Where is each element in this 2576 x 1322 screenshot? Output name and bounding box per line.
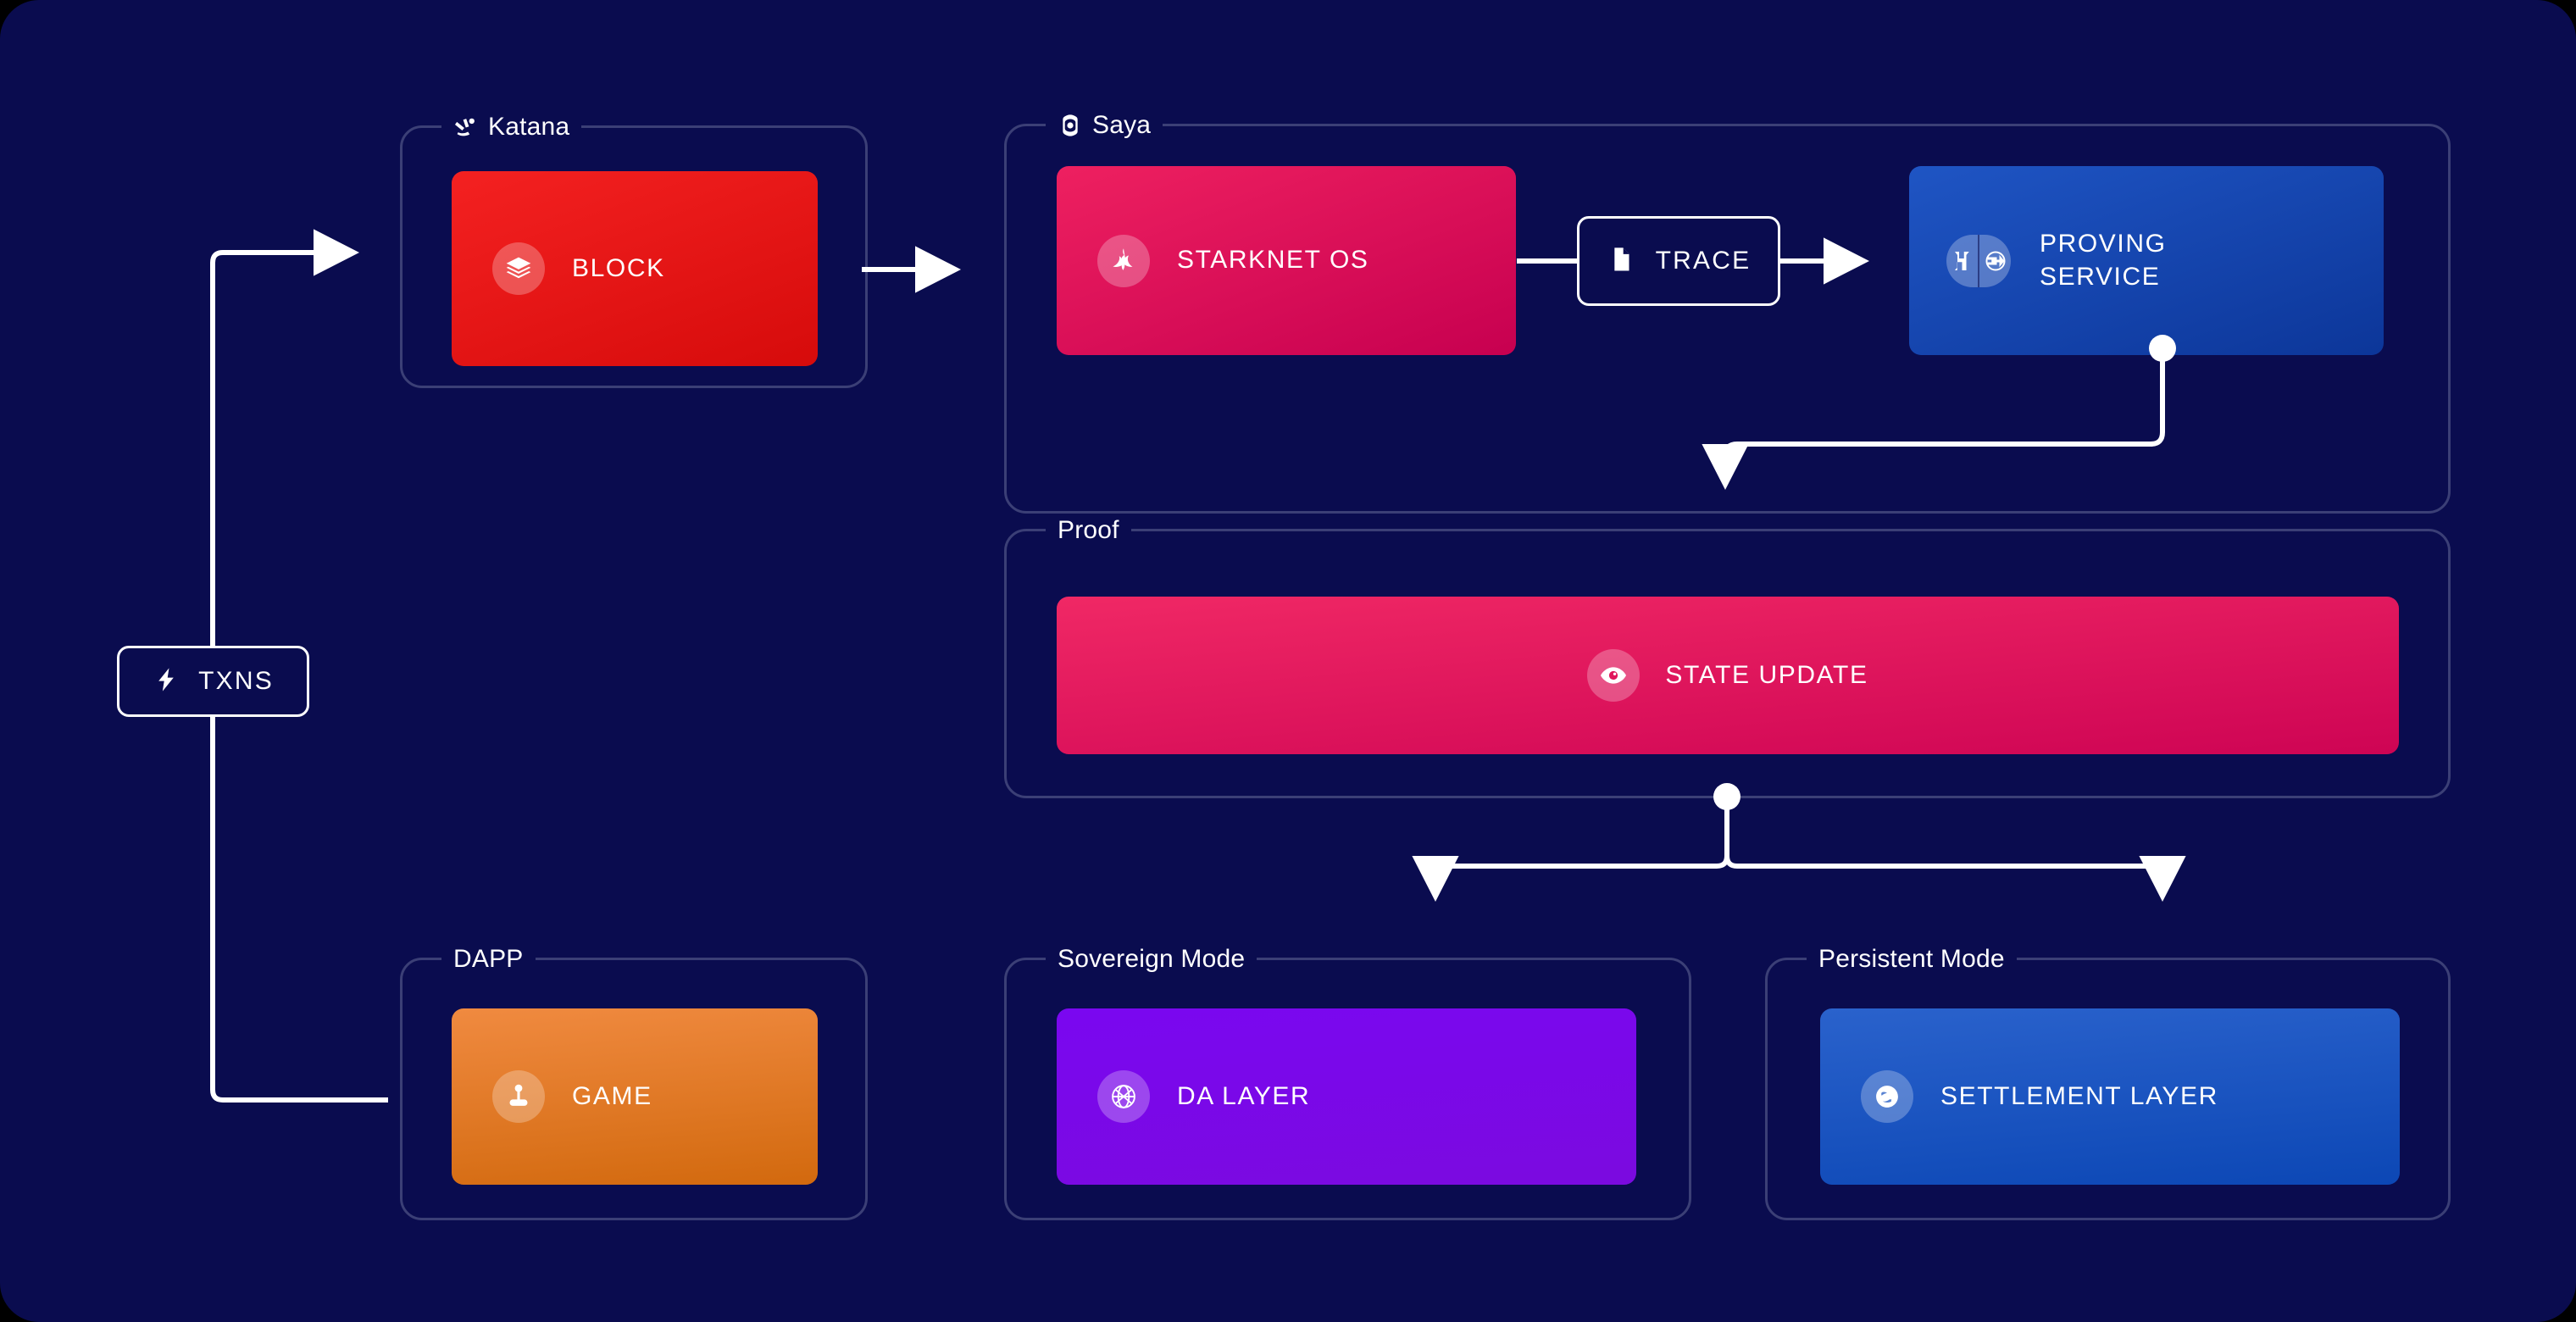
- node-starknet-os[interactable]: STARKNET OS: [1057, 166, 1516, 355]
- edge-txns-to-block: [210, 229, 359, 665]
- layers-icon: [492, 242, 545, 295]
- group-persistent-mode: Persistent Mode: [1765, 942, 2451, 1220]
- node-txns-label: TXNS: [198, 667, 274, 695]
- starknet-settlement-icon: [1861, 1070, 1913, 1123]
- node-da-layer-label: DA LAYER: [1177, 1081, 1311, 1110]
- node-proving-service[interactable]: PROVING SERVICE: [1909, 166, 2384, 355]
- node-proving-service-line2: SERVICE: [2040, 262, 2161, 291]
- group-sovereign-mode-legend: Sovereign Mode: [1046, 942, 1257, 976]
- group-persistent-mode-label: Persistent Mode: [1818, 945, 2005, 973]
- node-settlement-layer-label: SETTLEMENT LAYER: [1940, 1081, 2218, 1110]
- group-dapp: DAPP: [400, 942, 868, 1220]
- eye-icon: [1587, 649, 1641, 702]
- file-icon: [1607, 245, 1635, 278]
- edge-proof-to-sovereign: [1412, 797, 1729, 902]
- group-saya-label: Saya: [1092, 111, 1152, 139]
- saya-logo-icon: [1058, 113, 1083, 138]
- group-sovereign-mode: Sovereign Mode: [1004, 942, 1691, 1220]
- group-saya: Saya: [1004, 108, 2451, 514]
- group-katana: Katana: [400, 110, 868, 388]
- node-trace-label: TRACE: [1655, 247, 1752, 275]
- node-da-layer[interactable]: DA LAYER: [1057, 1008, 1636, 1185]
- atlantic-icon: [1978, 234, 2011, 287]
- herodotus-atlantic-icon: [1946, 234, 2011, 287]
- joystick-icon: [492, 1070, 545, 1123]
- node-trace[interactable]: TRACE: [1577, 216, 1780, 306]
- node-settlement-layer[interactable]: SETTLEMENT LAYER: [1820, 1008, 2400, 1185]
- node-starknet-os-label: STARKNET OS: [1177, 246, 1369, 275]
- starknet-icon: [1097, 234, 1150, 287]
- group-dapp-legend: DAPP: [441, 942, 536, 976]
- group-persistent-mode-legend: Persistent Mode: [1807, 942, 2017, 976]
- node-block-label: BLOCK: [572, 253, 665, 282]
- node-state-update-label: STATE UPDATE: [1665, 660, 1868, 689]
- node-state-update[interactable]: STATE UPDATE: [1057, 597, 2399, 754]
- group-katana-legend: Katana: [441, 110, 582, 144]
- group-saya-legend: Saya: [1046, 108, 1163, 142]
- node-game[interactable]: GAME: [452, 1008, 818, 1185]
- group-dapp-label: DAPP: [453, 945, 524, 973]
- bolt-icon: [153, 666, 180, 697]
- group-katana-label: Katana: [488, 113, 570, 141]
- celestia-icon: [1097, 1070, 1150, 1123]
- herodotus-icon: [1946, 235, 1978, 287]
- group-proof-legend: Proof: [1046, 514, 1131, 547]
- node-proving-service-label: PROVING SERVICE: [2040, 228, 2167, 293]
- node-game-label: GAME: [572, 1081, 652, 1110]
- katana-logo-icon: [453, 114, 479, 140]
- group-sovereign-mode-label: Sovereign Mode: [1058, 945, 1246, 973]
- node-txns[interactable]: TXNS: [117, 646, 309, 717]
- group-proof-label: Proof: [1058, 516, 1119, 544]
- node-block[interactable]: BLOCK: [452, 171, 818, 366]
- node-proving-service-line1: PROVING: [2040, 230, 2167, 258]
- edge-proof-to-persistent: [1724, 797, 2186, 902]
- edge-game-to-txns: [210, 716, 388, 1103]
